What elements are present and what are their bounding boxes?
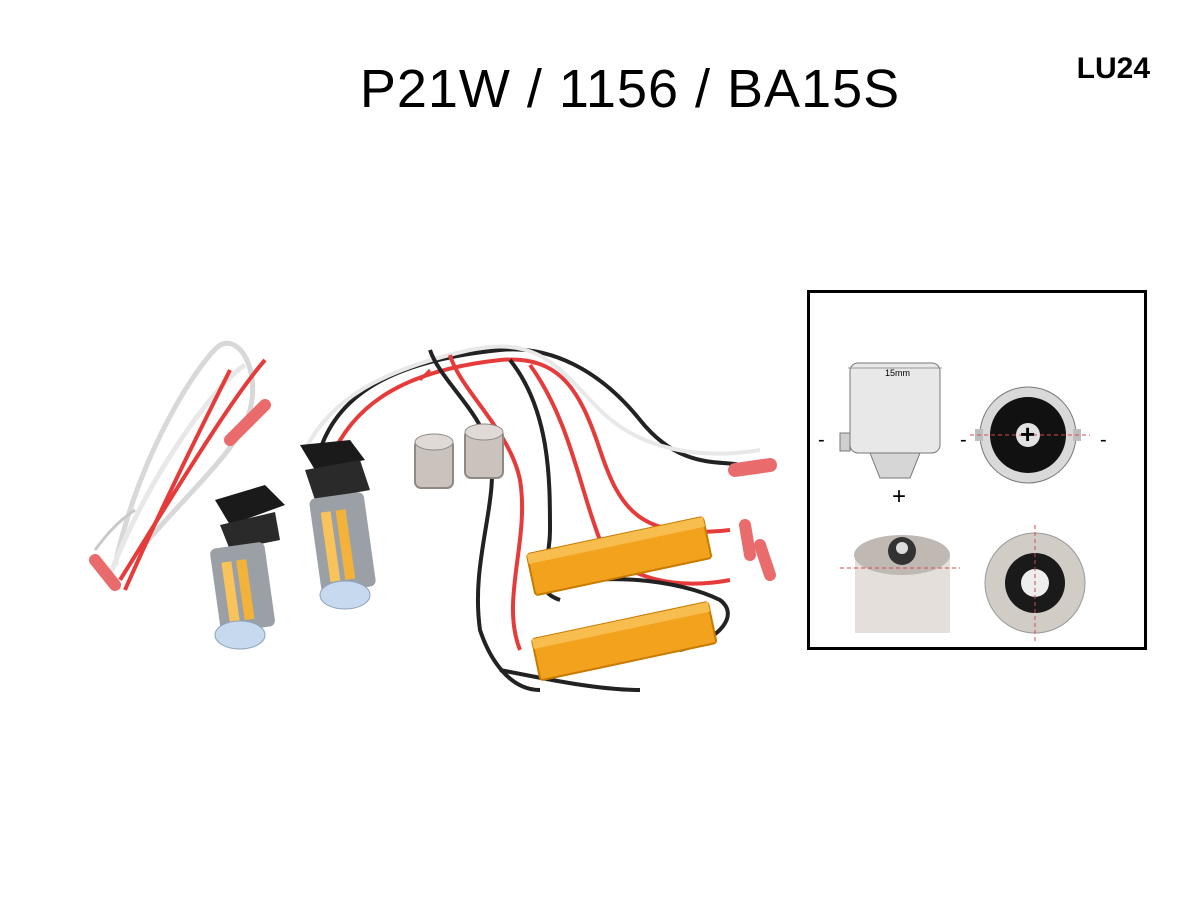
minus-label-center: -: [960, 429, 967, 451]
plus-label-center: +: [1020, 419, 1036, 449]
product-code: LU24: [1076, 52, 1150, 85]
plus-label-bottom: +: [892, 483, 907, 510]
dimension-label: 15mm: [885, 368, 911, 378]
led-bulb-kit-photo: [80, 330, 800, 720]
page-title: P21W / 1156 / BA15S: [359, 59, 901, 119]
minus-label-left: -: [818, 429, 825, 451]
minus-label-right: -: [1100, 429, 1107, 451]
ba15s-socket-diagram: 15mm - - - + +: [807, 290, 1147, 650]
